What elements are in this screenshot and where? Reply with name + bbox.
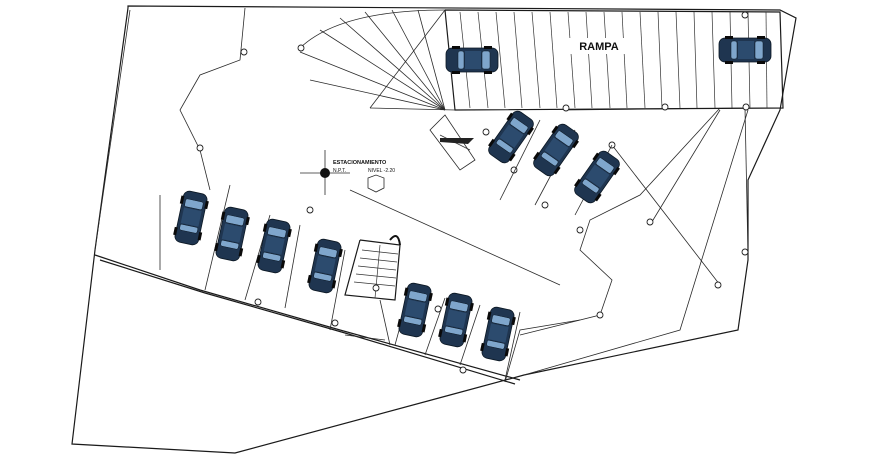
car-topview-icon <box>574 150 620 204</box>
entry-ramp <box>429 114 476 171</box>
parking-title: ESTACIONAMIENTO <box>333 160 387 166</box>
curved-ramp <box>299 9 456 111</box>
column-circle-icon <box>372 284 380 292</box>
column-circle-icon <box>297 44 305 52</box>
level-value: NIVEL -2.20 <box>368 168 395 174</box>
car-topview-icon <box>480 306 516 362</box>
column-circle-icon <box>240 48 248 56</box>
column-circle-icon <box>596 311 604 319</box>
stair-block <box>344 235 401 301</box>
column-circle-icon <box>541 201 549 209</box>
car-topview-icon <box>214 206 250 262</box>
column-circle-icon <box>562 104 570 112</box>
car-topview-icon <box>307 238 343 294</box>
cars <box>173 36 772 362</box>
column-circle-icon <box>459 366 467 374</box>
column-circle-icon <box>576 226 584 234</box>
car-topview-icon <box>173 190 209 246</box>
column-circle-icon <box>482 128 490 136</box>
level-marker: ESTACIONAMIENTO N.P.T. NIVEL -2.20 <box>300 150 395 195</box>
column-circle-icon <box>196 144 204 152</box>
level-prefix: N.P.T. <box>333 168 346 174</box>
column-circle-icon <box>254 298 262 306</box>
car-topview-icon <box>397 282 433 338</box>
car-topview-icon <box>533 123 579 177</box>
ramp-label-bg <box>568 38 630 54</box>
column-circle-icon <box>714 281 722 289</box>
level-marker-icon <box>320 168 330 178</box>
column-circle-icon <box>741 248 749 256</box>
column-circle-icon <box>742 103 750 111</box>
arrow-icon <box>440 138 474 144</box>
ramp-label: RAMPA <box>579 41 619 53</box>
columns <box>196 11 750 374</box>
column-circle-icon <box>661 103 669 111</box>
car-topview-icon <box>488 110 534 164</box>
car-topview-icon <box>445 46 499 74</box>
column-circle-icon <box>741 11 749 19</box>
column-circle-icon <box>331 319 339 327</box>
column-circle-icon <box>646 218 654 226</box>
car-topview-icon <box>438 292 474 348</box>
outer-boundary <box>71 5 797 454</box>
car-topview-icon <box>256 218 292 274</box>
car-topview-icon <box>718 36 772 64</box>
column-circle-icon <box>306 206 314 214</box>
